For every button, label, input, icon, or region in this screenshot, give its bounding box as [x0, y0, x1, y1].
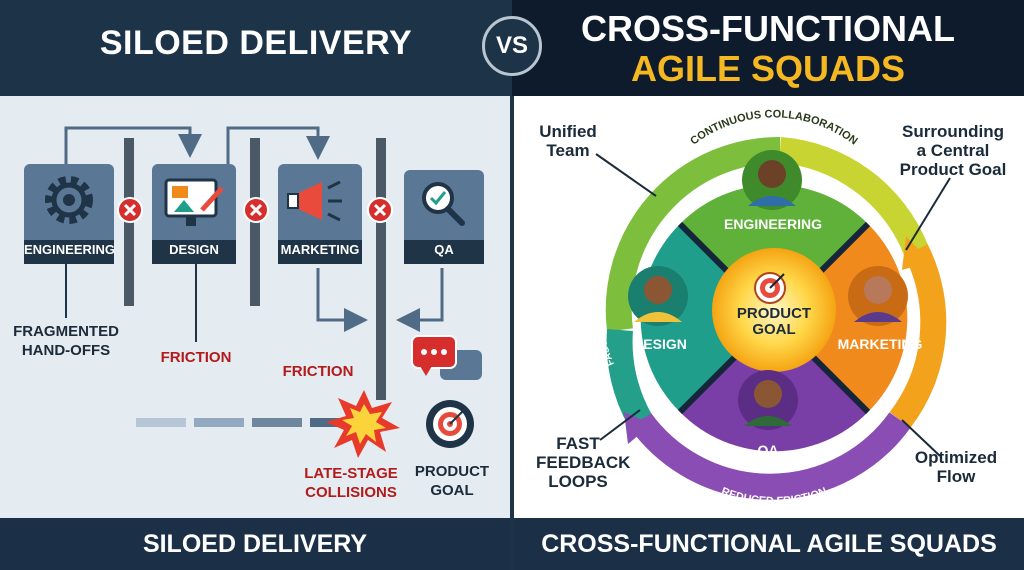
center-goal-line2: GOAL [752, 321, 796, 338]
surrounding-line3: Product Goal [899, 160, 1007, 179]
blocked-icon [367, 197, 393, 223]
pointer-line [595, 153, 657, 197]
center-goal-line1: PRODUCT [736, 305, 812, 322]
blocked-icon [243, 197, 269, 223]
marketing-box [278, 164, 362, 264]
fast-line1: FAST [556, 434, 600, 453]
right-header-title-line2: AGILE SQUADS [630, 48, 906, 89]
progress-segment [194, 418, 244, 427]
friction-label-1: FRICTION [160, 349, 232, 366]
right-footer: CROSS-FUNCTIONAL AGILE SQUADS [514, 518, 1024, 570]
goal-line1: PRODUCT [414, 463, 490, 480]
collision-burst-icon [326, 390, 400, 458]
role-engineering: ENGINEERING [723, 216, 822, 232]
megaphone-icon [287, 180, 342, 222]
panel-divider [510, 96, 514, 570]
handoff-arrow [396, 268, 444, 332]
handoff-arrow [64, 126, 202, 172]
left-footer: SILOED DELIVERY [0, 518, 510, 570]
dept-label-qa: QA [434, 242, 454, 257]
pointer-line [905, 177, 951, 251]
right-header-title-line1: CROSS-FUNCTIONAL [581, 8, 955, 49]
handoff-arrow [316, 268, 368, 332]
pointer-line [901, 419, 941, 457]
agile-squad-diagram: CONTINUOUS COLLABORATION REDUCED FRICTIO… [594, 108, 951, 508]
optimized-line1: Optimized [914, 448, 998, 467]
monitor-pencil-icon [164, 178, 224, 226]
product-goal-core [712, 248, 836, 372]
progress-segment [252, 418, 302, 427]
collisions-line2: COLLISIONS [305, 484, 397, 501]
unified-line2: Team [546, 141, 590, 160]
engineering-avatar [742, 150, 802, 210]
flow-arc [889, 244, 947, 428]
gear-icon [45, 176, 93, 224]
target-icon [426, 400, 474, 448]
fragmented-line2: HAND-OFFS [21, 342, 111, 359]
fragmented-line1: FRAGMENTED [13, 323, 119, 340]
qa-box [404, 170, 484, 264]
role-design: DESIGN [633, 336, 687, 352]
goal-line2: GOAL [430, 482, 474, 499]
design-avatar [628, 266, 688, 326]
late-stage-collisions-label: LATE-STAGE COLLISIONS [296, 464, 406, 502]
surrounding-goal-label: Surrounding a Central Product Goal [894, 122, 1012, 179]
friction-arc [629, 412, 911, 500]
handoff-arrow [226, 126, 330, 172]
engineering-box [24, 164, 114, 264]
product-goal-label: PRODUCT GOAL [410, 462, 494, 500]
fast-feedback-label: FAST FEEDBACK LOOPS [536, 434, 631, 491]
target-icon [754, 272, 786, 304]
vs-badge: VS [482, 16, 542, 76]
feedback-arc [605, 136, 781, 332]
optimized-line2: Flow [936, 467, 976, 486]
blocked-icon [117, 197, 143, 223]
right-header: CROSS-FUNCTIONAL AGILE SQUADS [512, 0, 1024, 96]
qa-avatar [738, 370, 798, 430]
unified-team-label: Unified Team [528, 122, 608, 160]
center-product-goal: PRODUCT GOAL [734, 306, 814, 338]
unified-line1: Unified [539, 122, 597, 141]
dept-label-design: DESIGN [169, 242, 219, 257]
loop-arrowhead-icon [624, 412, 652, 444]
friction-label-2: FRICTION [282, 363, 354, 380]
fragmented-handoffs-label: FRAGMENTED HAND-OFFS [6, 322, 126, 360]
role-marketing: MARKETING [837, 336, 923, 352]
dept-label-marketing: MARKETING [280, 242, 360, 257]
fast-line3: LOOPS [548, 472, 608, 491]
marketing-avatar [848, 266, 908, 326]
role-qa: QA [757, 442, 779, 458]
collaboration-arc [778, 137, 929, 256]
progress-segment [136, 418, 186, 427]
left-header-title: SILOED DELIVERY [99, 24, 413, 62]
surrounding-line2: a Central [916, 141, 990, 160]
fast-line2: FEEDBACK [536, 453, 631, 472]
chat-bubbles-icon [411, 335, 482, 380]
surrounding-line1: Surrounding [902, 122, 1004, 141]
collisions-line1: LATE-STAGE [304, 465, 398, 482]
design-box [152, 164, 236, 264]
dept-label-engineering: ENGINEERING [24, 242, 116, 257]
left-header: SILOED DELIVERY [0, 0, 512, 96]
pointer-line [599, 409, 641, 441]
optimized-flow-label: Optimized Flow [904, 448, 1008, 486]
siloed-diagram [24, 126, 484, 458]
silo-wall [376, 138, 386, 400]
magnifier-check-icon [422, 182, 465, 226]
